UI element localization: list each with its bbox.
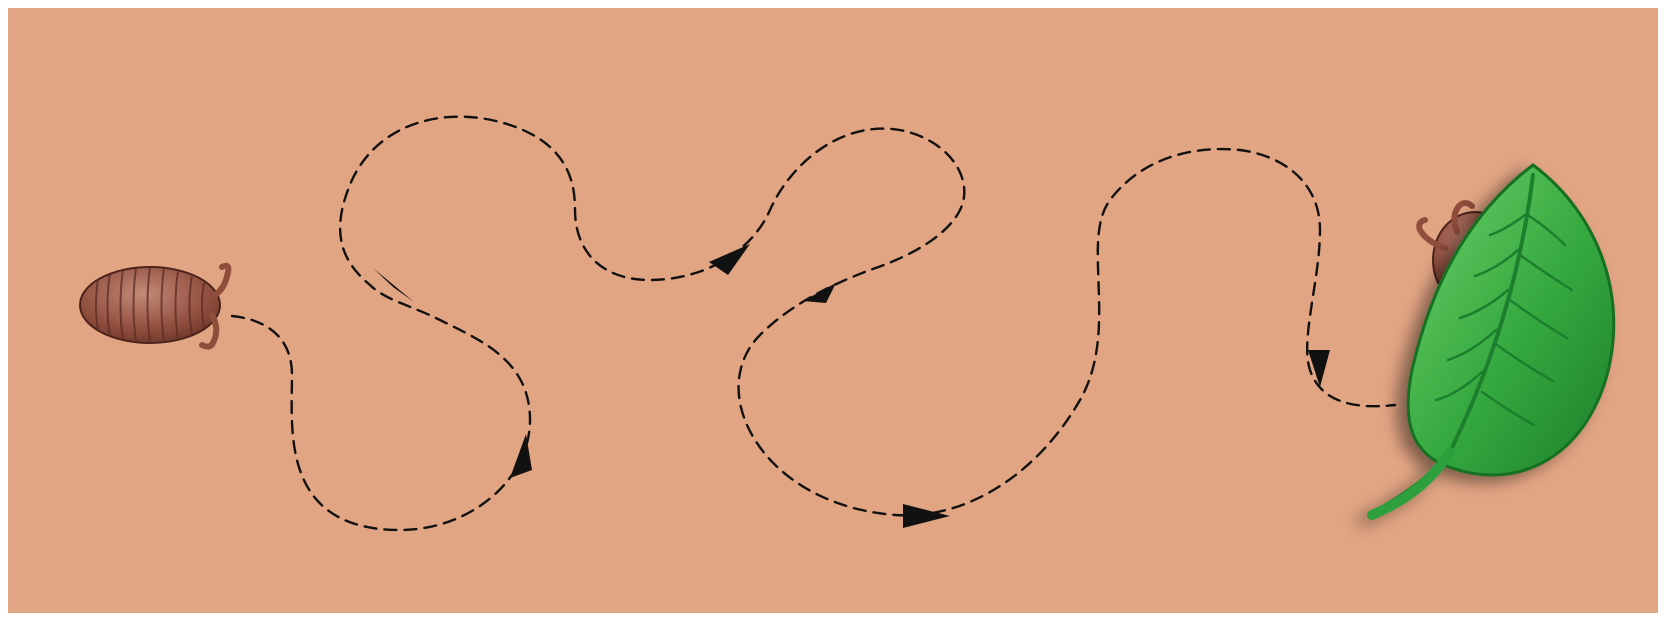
background-panel: [8, 8, 1658, 613]
